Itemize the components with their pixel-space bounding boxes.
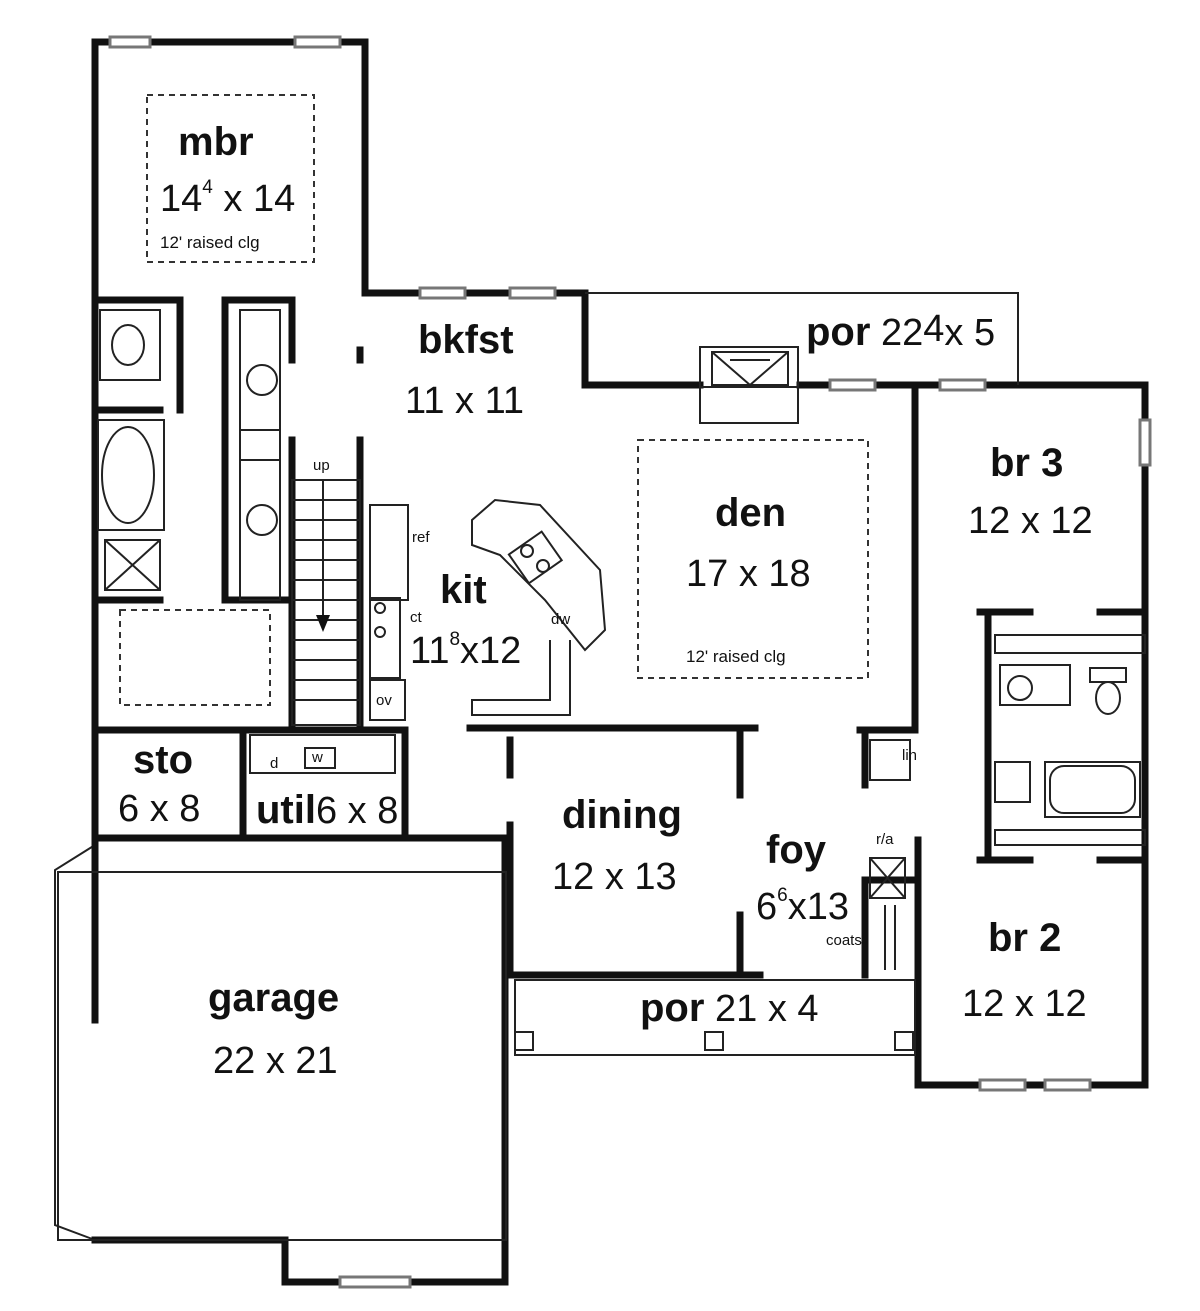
washer-label: w [312,749,323,766]
room-name-kit: kit [440,568,487,612]
room-dim-bkfst: 11 x 11 [405,380,525,422]
room-label-util: util6 x 8 [256,788,399,832]
main-walls [91,289,1149,1089]
window [418,286,467,300]
room-dim-br3: 12 x 12 [968,500,1093,542]
utility-fixtures [249,734,396,774]
room-dim-mbr: 144 x 14 [160,177,296,220]
window [978,1078,1027,1092]
room-dim-dining: 12 x 13 [552,856,677,898]
raised-ceiling-outline [637,439,869,679]
hall-bath-fixtures [994,634,1146,846]
room-note-mbr: 12' raised clg [160,233,260,252]
room-name-br3: br 3 [990,441,1064,485]
stair [291,479,361,726]
front-porch [514,979,916,1056]
room-name-foy: foy [766,828,826,872]
garage [54,834,509,1289]
room-name-garage: garage [208,976,340,1020]
room-name-mbr: mbr [178,120,254,164]
room-dim-garage: 22 x 21 [213,1040,338,1082]
room-dim-sto: 6 x 8 [118,788,201,830]
room-dim-br2: 12 x 12 [962,983,1087,1025]
raised-ceiling-outline [146,94,315,263]
rear-porch [585,292,1019,424]
ov-label: ov [376,692,392,709]
kitchen-fixtures [369,498,607,721]
window [108,35,152,49]
room-label-por-rear: por 224x 5 [806,308,996,354]
room-name-den: den [715,491,787,535]
lin-label: lin [902,747,918,764]
window [938,378,987,392]
window [293,35,342,49]
stair-up-label: up [313,457,330,474]
dryer-label: d [270,755,279,772]
room-dim-den: 17 x 18 [686,553,811,595]
ref-label: ref [412,529,430,546]
room-dim-foy: 66x13 [756,885,849,928]
room-label-por-front: por 21 x 4 [640,986,819,1030]
room-name-br2: br 2 [988,916,1062,960]
window [1043,1078,1092,1092]
dw-label: dw [551,611,571,628]
room-name-sto: sto [133,738,193,782]
ra-label: r/a [876,831,894,848]
room-note-den: 12' raised clg [686,647,786,666]
ct-label: ct [410,609,422,626]
window [828,378,877,392]
room-dim-kit: 118x12 [410,629,522,672]
foyer-fixtures [869,739,911,970]
room-name-bkfst: bkfst [418,318,514,362]
window [1138,418,1152,467]
window [508,286,557,300]
room-name-dining: dining [562,793,682,837]
coats-label: coats [826,932,862,949]
master-bath-fixtures [97,309,281,706]
